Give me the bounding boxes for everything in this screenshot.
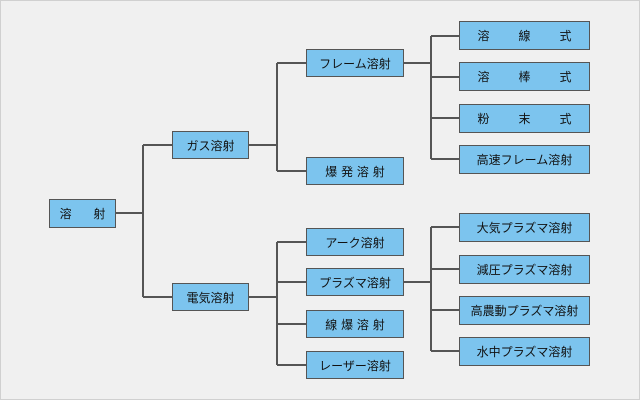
node-gas-spraying: ガス溶射 <box>172 131 249 159</box>
node-hvof: 高速フレーム溶射 <box>459 145 590 174</box>
node-high-agitation-plasma: 高農動プラズマ溶射 <box>459 296 590 325</box>
node-wire-type: 溶 線 式 <box>459 21 590 50</box>
node-rod-type: 溶 棒 式 <box>459 62 590 91</box>
node-electric-spraying: 電気溶射 <box>172 283 249 311</box>
node-underwater-plasma: 水中プラズマ溶射 <box>459 337 590 366</box>
node-explosion-spraying: 爆 発 溶 射 <box>306 157 404 185</box>
node-low-pressure-plasma: 減圧プラズマ溶射 <box>459 255 590 284</box>
node-atmospheric-plasma: 大気プラズマ溶射 <box>459 213 590 242</box>
node-flame-spraying: フレーム溶射 <box>306 49 404 77</box>
node-powder-type: 粉 末 式 <box>459 104 590 133</box>
node-laser-spraying: レーザー溶射 <box>306 351 404 379</box>
node-arc-spraying: アーク溶射 <box>306 228 404 256</box>
node-wire-explosion-spraying: 線 爆 溶 射 <box>306 310 404 338</box>
node-root: 溶 射 <box>49 199 116 228</box>
node-plasma-spraying: プラズマ溶射 <box>306 268 404 296</box>
